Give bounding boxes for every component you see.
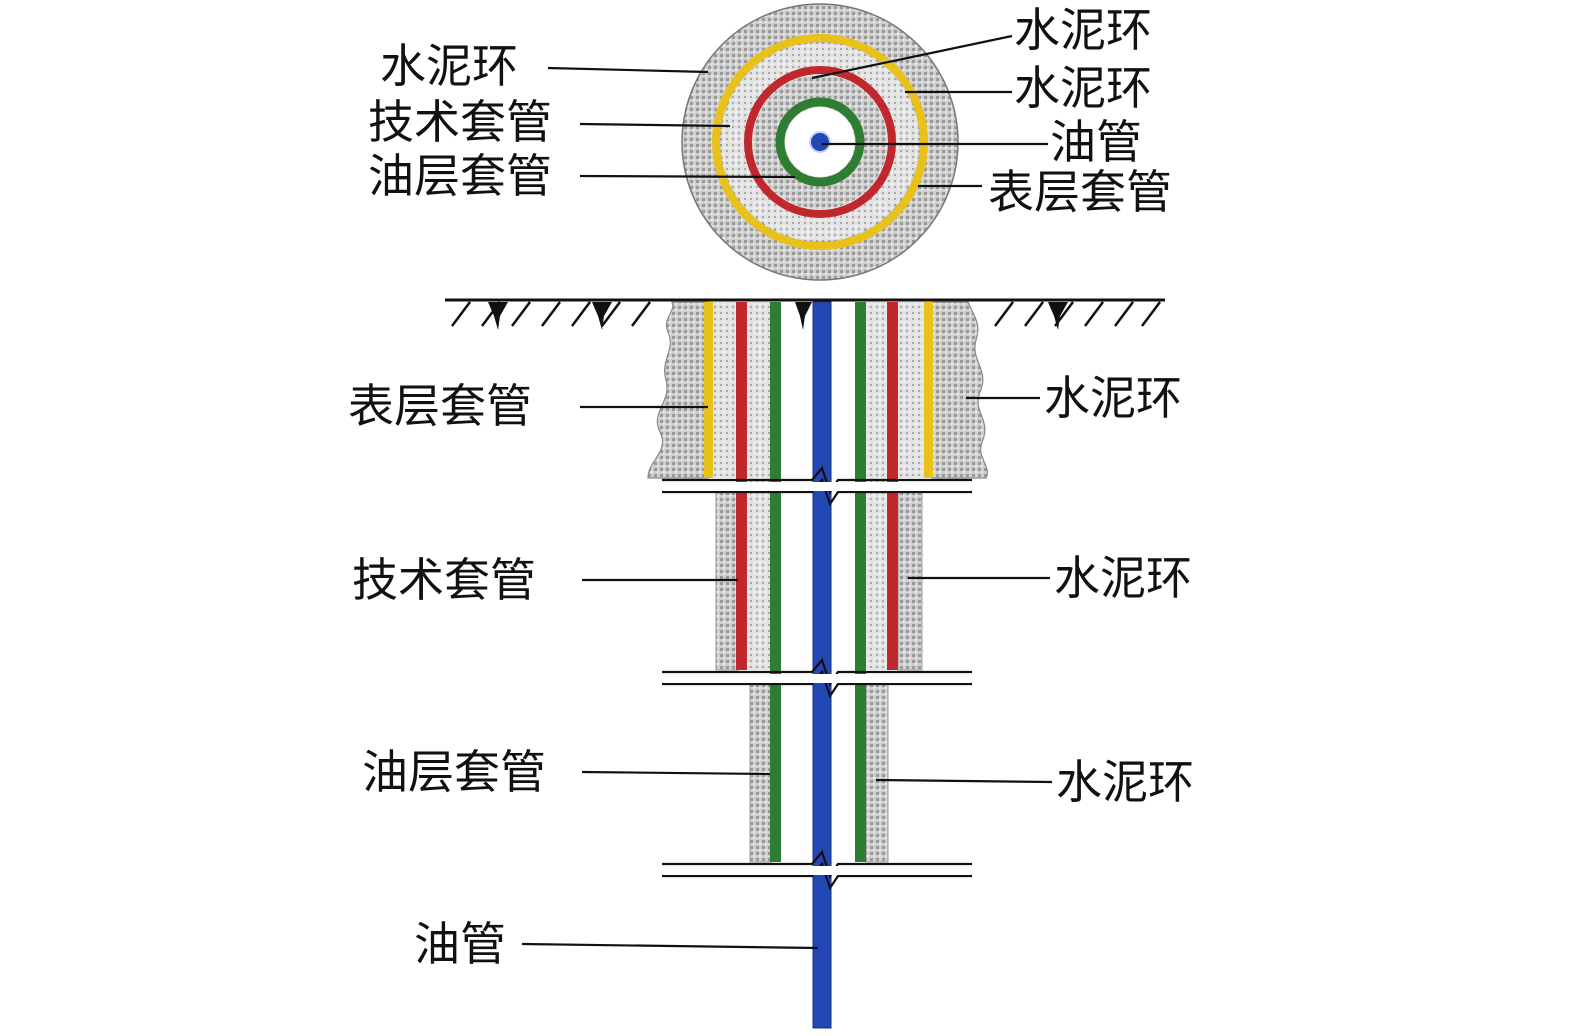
side-leaders — [521, 396, 1053, 950]
surface-casing-left — [704, 302, 713, 478]
cement-surface-technical-left — [712, 302, 736, 478]
label-side-technical-casing: 技术套管 — [352, 553, 536, 607]
label-side-surface-casing: 表层套管 — [348, 379, 532, 433]
production-cement-right — [865, 683, 889, 863]
surface-casing-right — [924, 302, 933, 478]
tubing-dot — [809, 131, 831, 153]
label-top-cement-left: 水泥环 — [380, 39, 518, 93]
technical-cement-right — [897, 491, 923, 671]
technical-casing-ring — [744, 66, 896, 218]
top-leaders — [547, 34, 1048, 188]
label-side-production-cement: 水泥环 — [1056, 755, 1194, 809]
production-casing-right — [855, 302, 866, 862]
label-side-technical-cement: 水泥环 — [1054, 551, 1192, 605]
tubing-pipe — [812, 301, 832, 1029]
label-top-production-casing: 油层套管 — [368, 149, 552, 203]
surface-cement-right — [931, 301, 988, 479]
cement-surface-technical-right — [896, 302, 928, 478]
surface-cement-left — [647, 301, 709, 479]
surface-casing-ring — [712, 34, 928, 250]
label-side-surface-cement: 水泥环 — [1044, 371, 1182, 425]
label-top-tubing: 油管 — [1050, 115, 1142, 169]
label-top-cement-right-2: 水泥环 — [1014, 61, 1152, 115]
label-side-tubing: 油管 — [414, 917, 506, 971]
section-breaks — [662, 465, 972, 891]
production-casing-ring — [775, 97, 865, 187]
production-casing-left — [770, 302, 781, 862]
cross-section — [681, 3, 959, 281]
label-top-surface-casing: 表层套管 — [988, 165, 1172, 219]
label-side-production-casing: 油层套管 — [362, 745, 546, 799]
ground-surface — [445, 298, 1165, 330]
longitudinal-section — [445, 298, 1165, 1029]
label-top-technical-casing: 技术套管 — [368, 95, 552, 149]
label-top-cement-right-1: 水泥环 — [1014, 3, 1152, 57]
